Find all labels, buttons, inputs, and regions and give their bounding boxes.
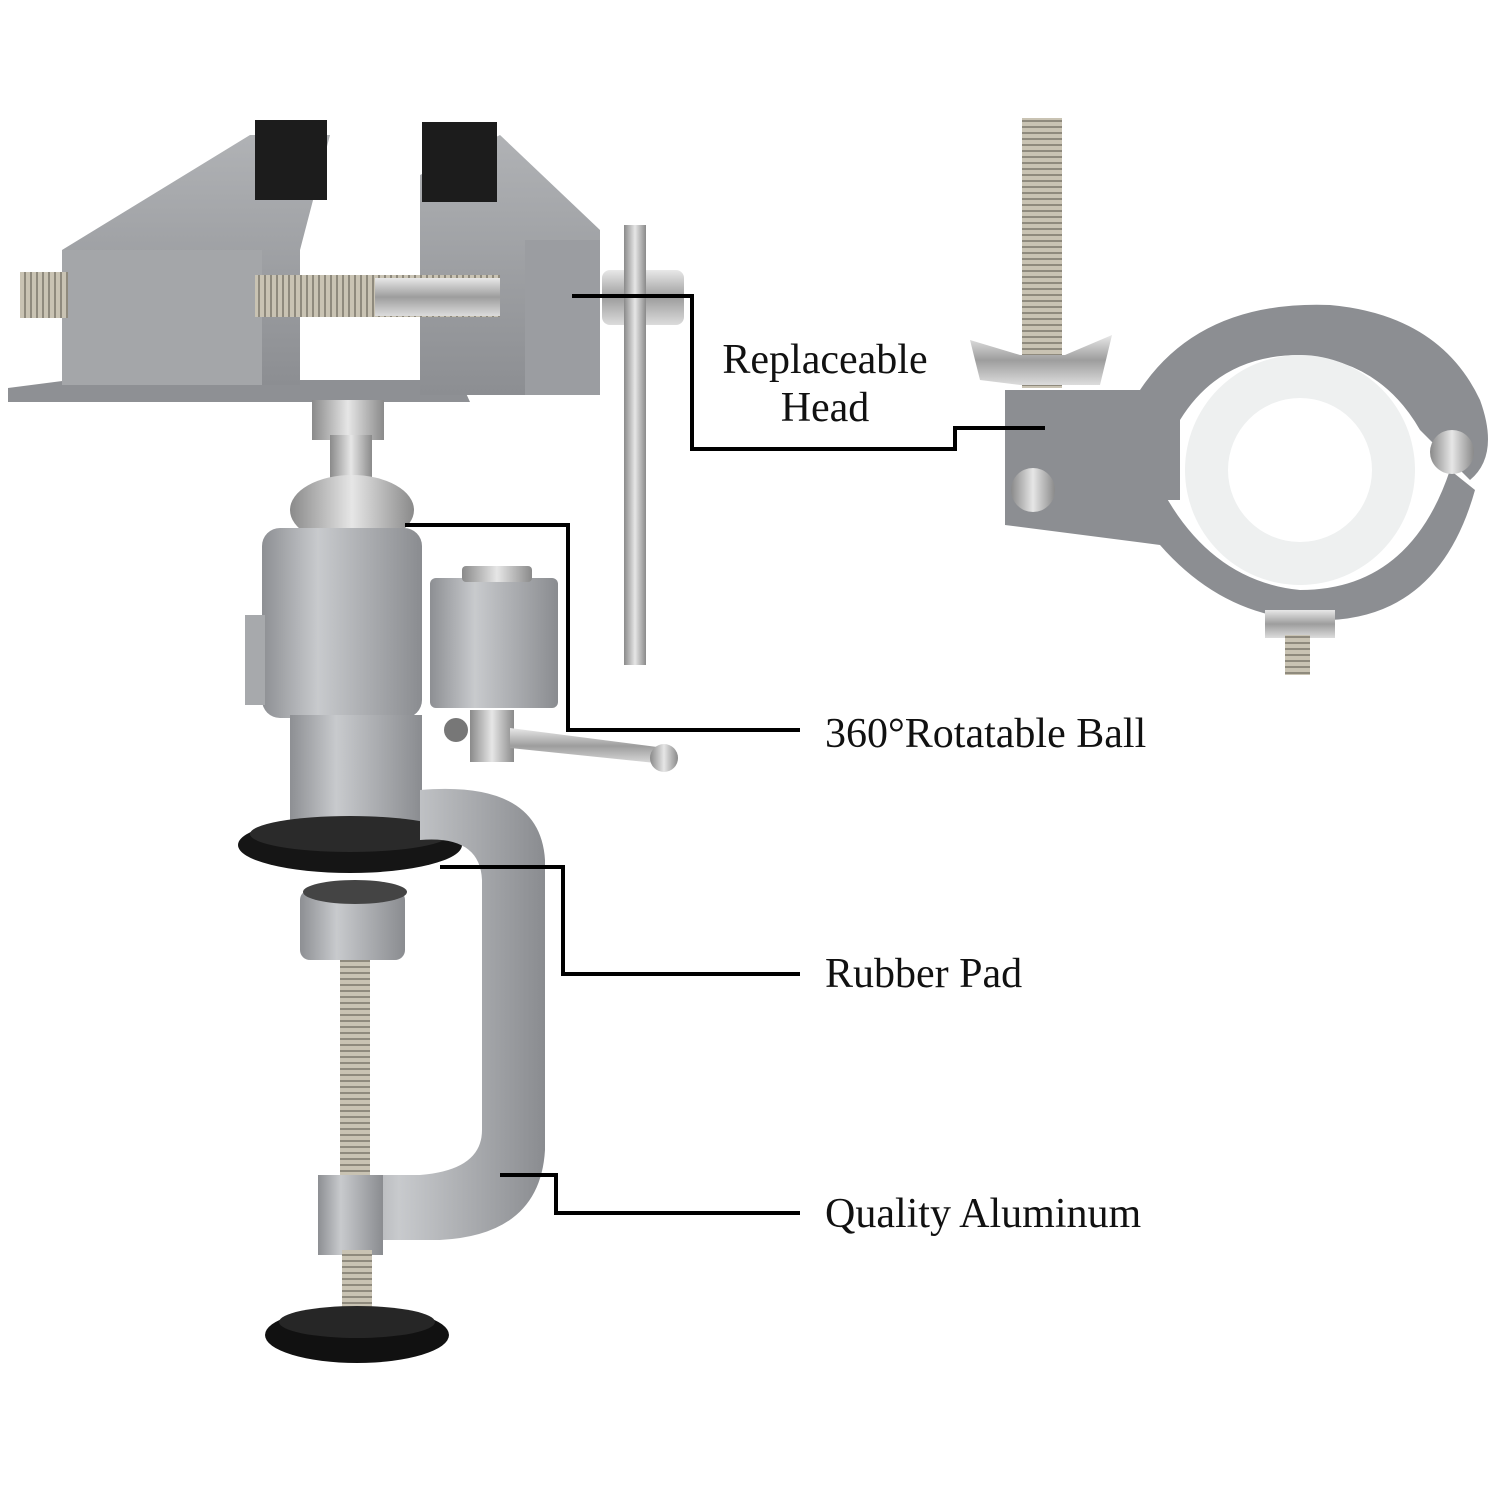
callout-rubber-pad: Rubber Pad xyxy=(825,951,1023,997)
leader-lines xyxy=(405,294,1045,1215)
left-jaw-pad xyxy=(255,120,327,200)
callout-replaceable-head-line1: Replaceable xyxy=(722,337,928,383)
leader-rubber-pad xyxy=(440,865,800,976)
leader-replaceable-head xyxy=(572,294,1045,451)
right-jaw-pad xyxy=(422,122,497,202)
replaceable-head-attachment xyxy=(970,118,1488,675)
callout-replaceable-head: Replaceable Head xyxy=(700,336,950,432)
swivel-assembly xyxy=(245,400,678,825)
callout-quality-aluminum: Quality Aluminum xyxy=(825,1191,1142,1237)
callout-replaceable-head-line2: Head xyxy=(780,385,870,431)
vise-head xyxy=(8,120,684,665)
callout-rotatable-ball: 360°Rotatable Ball xyxy=(825,711,1147,757)
clamp-body xyxy=(238,788,545,1363)
leader-quality-aluminum xyxy=(500,1173,800,1215)
leader-rotatable-ball xyxy=(405,523,800,732)
